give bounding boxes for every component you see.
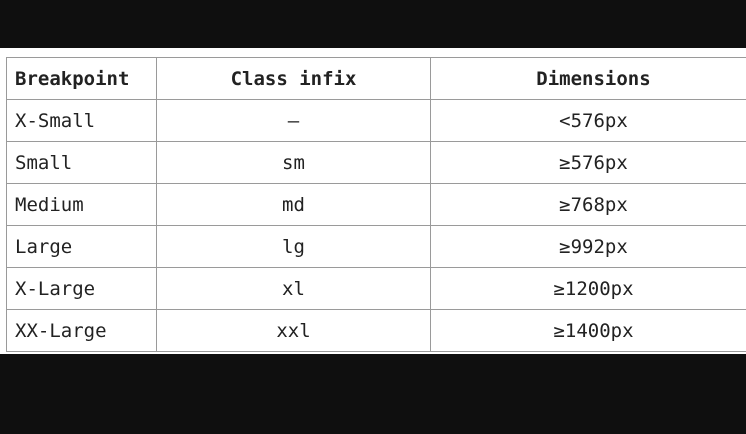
header-dimensions: Dimensions <box>430 57 746 100</box>
cell-breakpoint: X-Large <box>6 267 157 310</box>
breakpoints-table: Breakpoint Class infix Dimensions X-Smal… <box>6 57 746 352</box>
bottom-dark-band <box>0 354 746 434</box>
cell-class-infix: lg <box>156 225 431 268</box>
cell-class-infix: sm <box>156 141 431 184</box>
header-class-infix: Class infix <box>156 57 431 100</box>
cell-class-infix: xl <box>156 267 431 310</box>
cell-class-infix: – <box>156 99 431 142</box>
cell-dimensions: ≥768px <box>430 183 746 226</box>
top-dark-band <box>0 0 746 48</box>
cell-dimensions: ≥576px <box>430 141 746 184</box>
table-header-row: Breakpoint Class infix Dimensions <box>6 57 746 100</box>
table-row: X-Small – <576px <box>6 99 746 142</box>
table-row: Large lg ≥992px <box>6 225 746 268</box>
cell-breakpoint: Medium <box>6 183 157 226</box>
cell-breakpoint: Large <box>6 225 157 268</box>
cell-breakpoint: Small <box>6 141 157 184</box>
cell-breakpoint: X-Small <box>6 99 157 142</box>
header-breakpoint: Breakpoint <box>6 57 157 100</box>
table-row: Medium md ≥768px <box>6 183 746 226</box>
cell-dimensions: ≥1200px <box>430 267 746 310</box>
table-row: XX-Large xxl ≥1400px <box>6 309 746 352</box>
cell-class-infix: xxl <box>156 309 431 352</box>
cell-dimensions: <576px <box>430 99 746 142</box>
table-row: X-Large xl ≥1200px <box>6 267 746 310</box>
table-row: Small sm ≥576px <box>6 141 746 184</box>
cell-dimensions: ≥992px <box>430 225 746 268</box>
cell-class-infix: md <box>156 183 431 226</box>
cell-breakpoint: XX-Large <box>6 309 157 352</box>
cell-dimensions: ≥1400px <box>430 309 746 352</box>
